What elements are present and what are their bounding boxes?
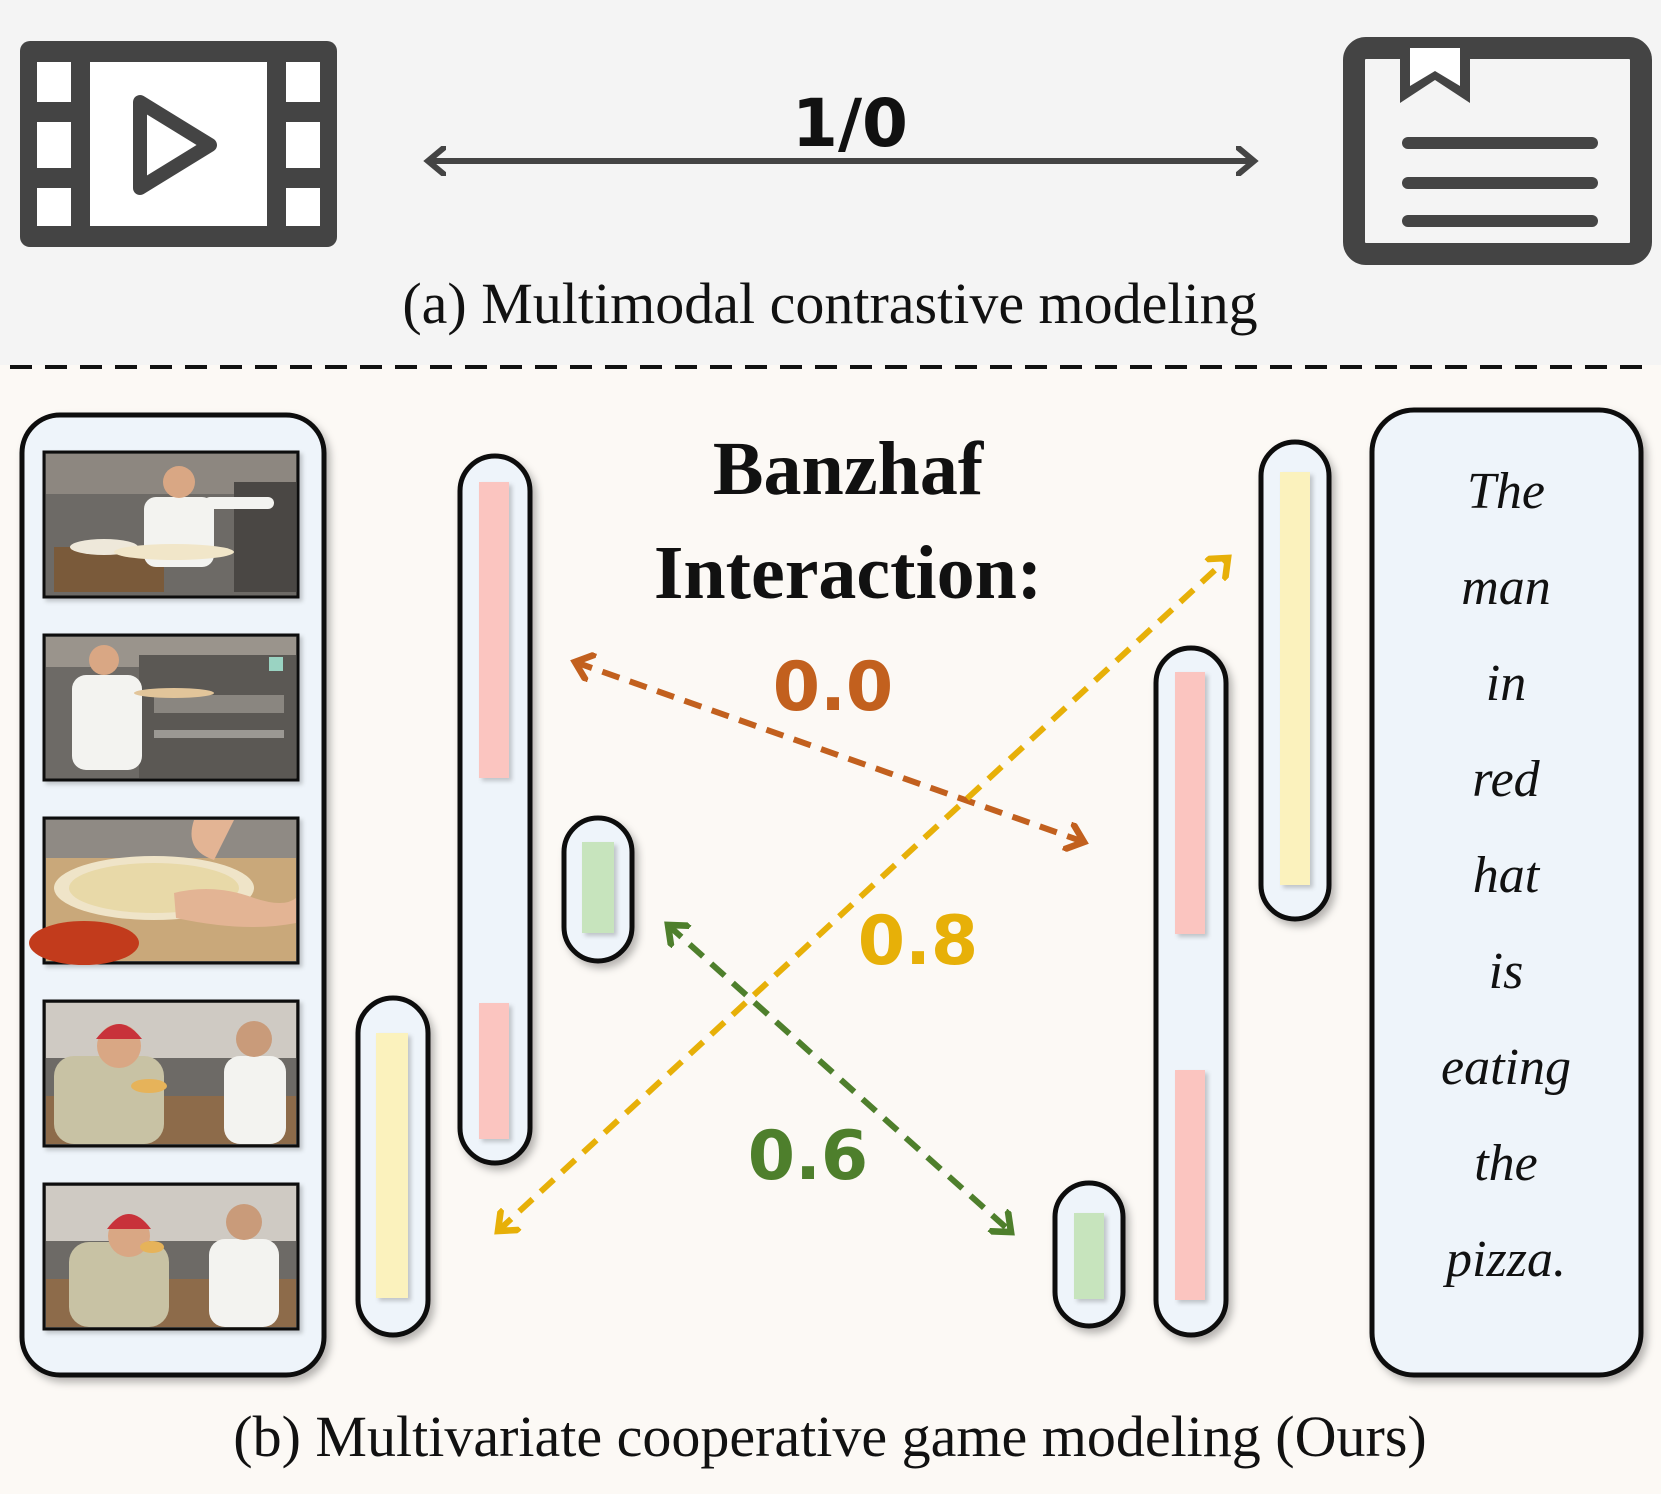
pink-segment (479, 1003, 509, 1139)
video-frame (42, 633, 300, 782)
sentence-word: man (1461, 559, 1551, 616)
film-strip-play-icon (20, 41, 337, 247)
video-frame (29, 816, 300, 965)
yellow-segment (1280, 472, 1310, 885)
yellow-segment (376, 1033, 408, 1298)
pink-segment (1175, 672, 1205, 934)
interaction-arrow-yellow (498, 558, 1228, 1231)
pink-segment (479, 482, 509, 778)
video-frame (42, 999, 300, 1148)
sentence-word: pizza. (1442, 1231, 1566, 1288)
video-frame (42, 1182, 300, 1331)
video-frame (42, 450, 300, 599)
caption-b: (b) Multivariate cooperative game modeli… (233, 1404, 1426, 1469)
document-bookmark-icon (1343, 37, 1652, 265)
interaction-value-green: 0.6 (748, 1117, 868, 1196)
sentence-word: is (1489, 943, 1524, 1000)
interaction-value-yellow: 0.8 (858, 902, 978, 981)
sentence-word: eating (1441, 1039, 1571, 1096)
sentence-word: The (1467, 463, 1545, 520)
sentence-word: red (1472, 751, 1540, 808)
banzhaf-title-line2: Interaction: (654, 531, 1042, 615)
relation-label: 1/0 (792, 85, 908, 162)
sentence-word: in (1486, 655, 1526, 712)
video-frames (29, 450, 300, 1331)
sentence-word: hat (1473, 847, 1541, 904)
sentence-panel (1369, 407, 1644, 1378)
interaction-arrow-green (668, 925, 1011, 1232)
pink-segment (1175, 1070, 1205, 1300)
caption-a: (a) Multimodal contrastive modeling (402, 271, 1257, 336)
green-segment (1074, 1213, 1104, 1299)
green-segment (582, 842, 614, 933)
sentence-words: The man in red hat is eating the pizza. (1441, 463, 1571, 1288)
interaction-value-pink: 0.0 (773, 648, 893, 727)
sentence-word: the (1474, 1135, 1538, 1192)
banzhaf-title-line1: Banzhaf (713, 427, 985, 511)
